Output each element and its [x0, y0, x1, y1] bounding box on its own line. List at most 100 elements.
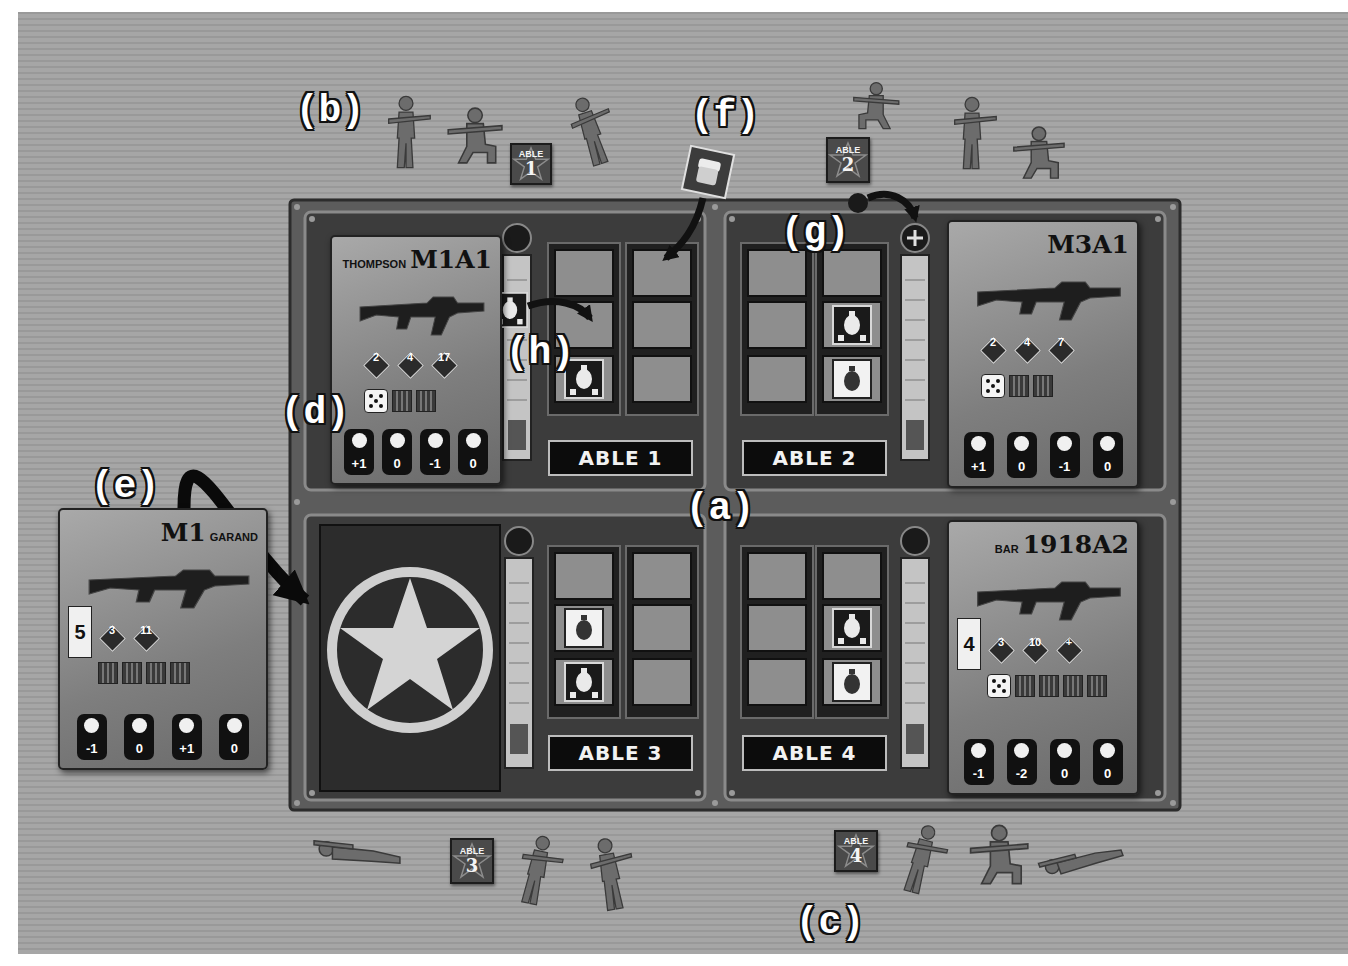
ammo-icon	[98, 662, 118, 684]
weapon-picture	[84, 556, 254, 616]
die-pip	[992, 689, 996, 693]
illustration-part	[510, 724, 528, 754]
player-panel: ABLE 4BAR1918A24310+-1-200	[725, 515, 1165, 800]
player-token: ABLE1	[510, 143, 552, 185]
ammo-icon	[1087, 675, 1107, 697]
die-pip	[997, 684, 1001, 688]
illustration-part	[305, 212, 705, 490]
weapon-maker: GARAND	[210, 531, 258, 543]
modifier-value: +1	[971, 459, 986, 474]
illustration-part	[294, 499, 300, 505]
illustration-part	[309, 790, 315, 796]
dice-ammo-row	[364, 389, 436, 413]
range-modifier: 0	[1093, 432, 1123, 478]
illustration-part	[1038, 835, 1123, 883]
fist-token	[682, 146, 734, 198]
illustration-part	[848, 193, 868, 213]
die-pip	[991, 384, 995, 388]
range-modifier: -1	[964, 739, 994, 785]
modifier-value: 0	[136, 741, 143, 756]
weapon-picture	[973, 268, 1125, 328]
range-icon	[352, 433, 367, 448]
range-modifier: -1	[1050, 432, 1080, 478]
range-icon	[1100, 743, 1115, 758]
modifier-row: +10-10	[340, 429, 492, 475]
illustration-part	[906, 420, 924, 450]
range-modifier: 0	[1007, 432, 1037, 478]
illustration-part	[741, 243, 813, 415]
token-number: 1	[525, 159, 538, 179]
stat-diamond: 17	[430, 351, 458, 379]
illustration-part	[294, 204, 300, 210]
illustration-part	[741, 546, 813, 718]
illustration-part	[748, 553, 806, 599]
illustration-part	[633, 250, 691, 296]
dice-ammo-row	[98, 662, 190, 684]
illustration-part	[729, 216, 735, 222]
player-nameplate: ABLE 2	[742, 440, 887, 476]
ammo-icon	[122, 662, 142, 684]
illustration-part	[332, 572, 488, 728]
illustration-part	[505, 558, 533, 768]
die-pip	[996, 389, 1000, 393]
illustration-part	[725, 212, 1165, 490]
illustration-part	[854, 83, 899, 129]
illustration-part	[901, 558, 929, 768]
die-pip	[374, 399, 378, 403]
die-pip	[379, 394, 383, 398]
stat-diamond: 11	[132, 624, 160, 652]
callout-letter: (b)	[296, 89, 364, 132]
weapon-name: M1	[161, 518, 206, 547]
game-board	[290, 200, 1180, 810]
illustration-part	[823, 250, 881, 296]
illustration-part	[748, 356, 806, 402]
callout-letter: (e)	[91, 465, 159, 508]
illustration-part	[1155, 216, 1161, 222]
weapon-name: 1918A2	[1023, 530, 1129, 559]
token-word: ABLE	[460, 846, 485, 856]
illustration-part	[555, 605, 613, 651]
modifier-value: -1	[429, 456, 441, 471]
card-header: THOMPSONM1A1	[340, 245, 492, 274]
card-header: M1 GARAND	[68, 518, 258, 547]
token-number: 4	[850, 846, 863, 866]
illustration-part	[633, 605, 691, 651]
ammo-icon	[1009, 375, 1029, 397]
stat-diamond: +	[1055, 636, 1083, 664]
modifier-row: -1-200	[957, 739, 1129, 785]
illustration-part	[823, 302, 881, 348]
token-word: ABLE	[519, 149, 544, 159]
stat-diamond: 7	[1047, 336, 1075, 364]
illustration-part	[666, 198, 703, 258]
illustration-part	[309, 216, 315, 222]
modifier-value: +1	[352, 456, 367, 471]
range-modifier: 0	[1093, 739, 1123, 785]
illustration-part	[514, 833, 567, 908]
weapon-card: M1GARAND5311-10+10	[58, 508, 268, 770]
stat-diamond: 2	[979, 336, 1007, 364]
player-nameplate: ABLE 4	[742, 735, 887, 771]
weapon-card: THOMPSONM1A12417+10-10	[330, 235, 502, 485]
illustration-part	[971, 825, 1028, 883]
dice-ammo-row	[987, 674, 1107, 698]
illustration-part	[725, 515, 1165, 800]
ammo-icon	[416, 390, 436, 412]
range-modifier: -2	[1007, 739, 1037, 785]
modifier-value: -2	[1016, 766, 1028, 781]
range-modifier: -1	[420, 429, 450, 475]
die-pip	[986, 389, 990, 393]
stat-row: 2417	[362, 351, 458, 379]
token-word: ABLE	[844, 836, 869, 846]
weapon-silhouette	[978, 282, 1121, 320]
weapon-maker: THOMPSON	[343, 258, 407, 270]
modifier-value: 0	[393, 456, 400, 471]
stat-row: 310+	[987, 636, 1083, 664]
callout-letter: (g)	[781, 211, 849, 254]
magazine-number: 5	[74, 621, 85, 644]
modifier-value: 0	[231, 741, 238, 756]
illustration-part	[1170, 800, 1176, 806]
callout-letter: (h)	[506, 331, 574, 374]
illustration-part	[565, 91, 624, 168]
star-outline	[454, 844, 490, 877]
